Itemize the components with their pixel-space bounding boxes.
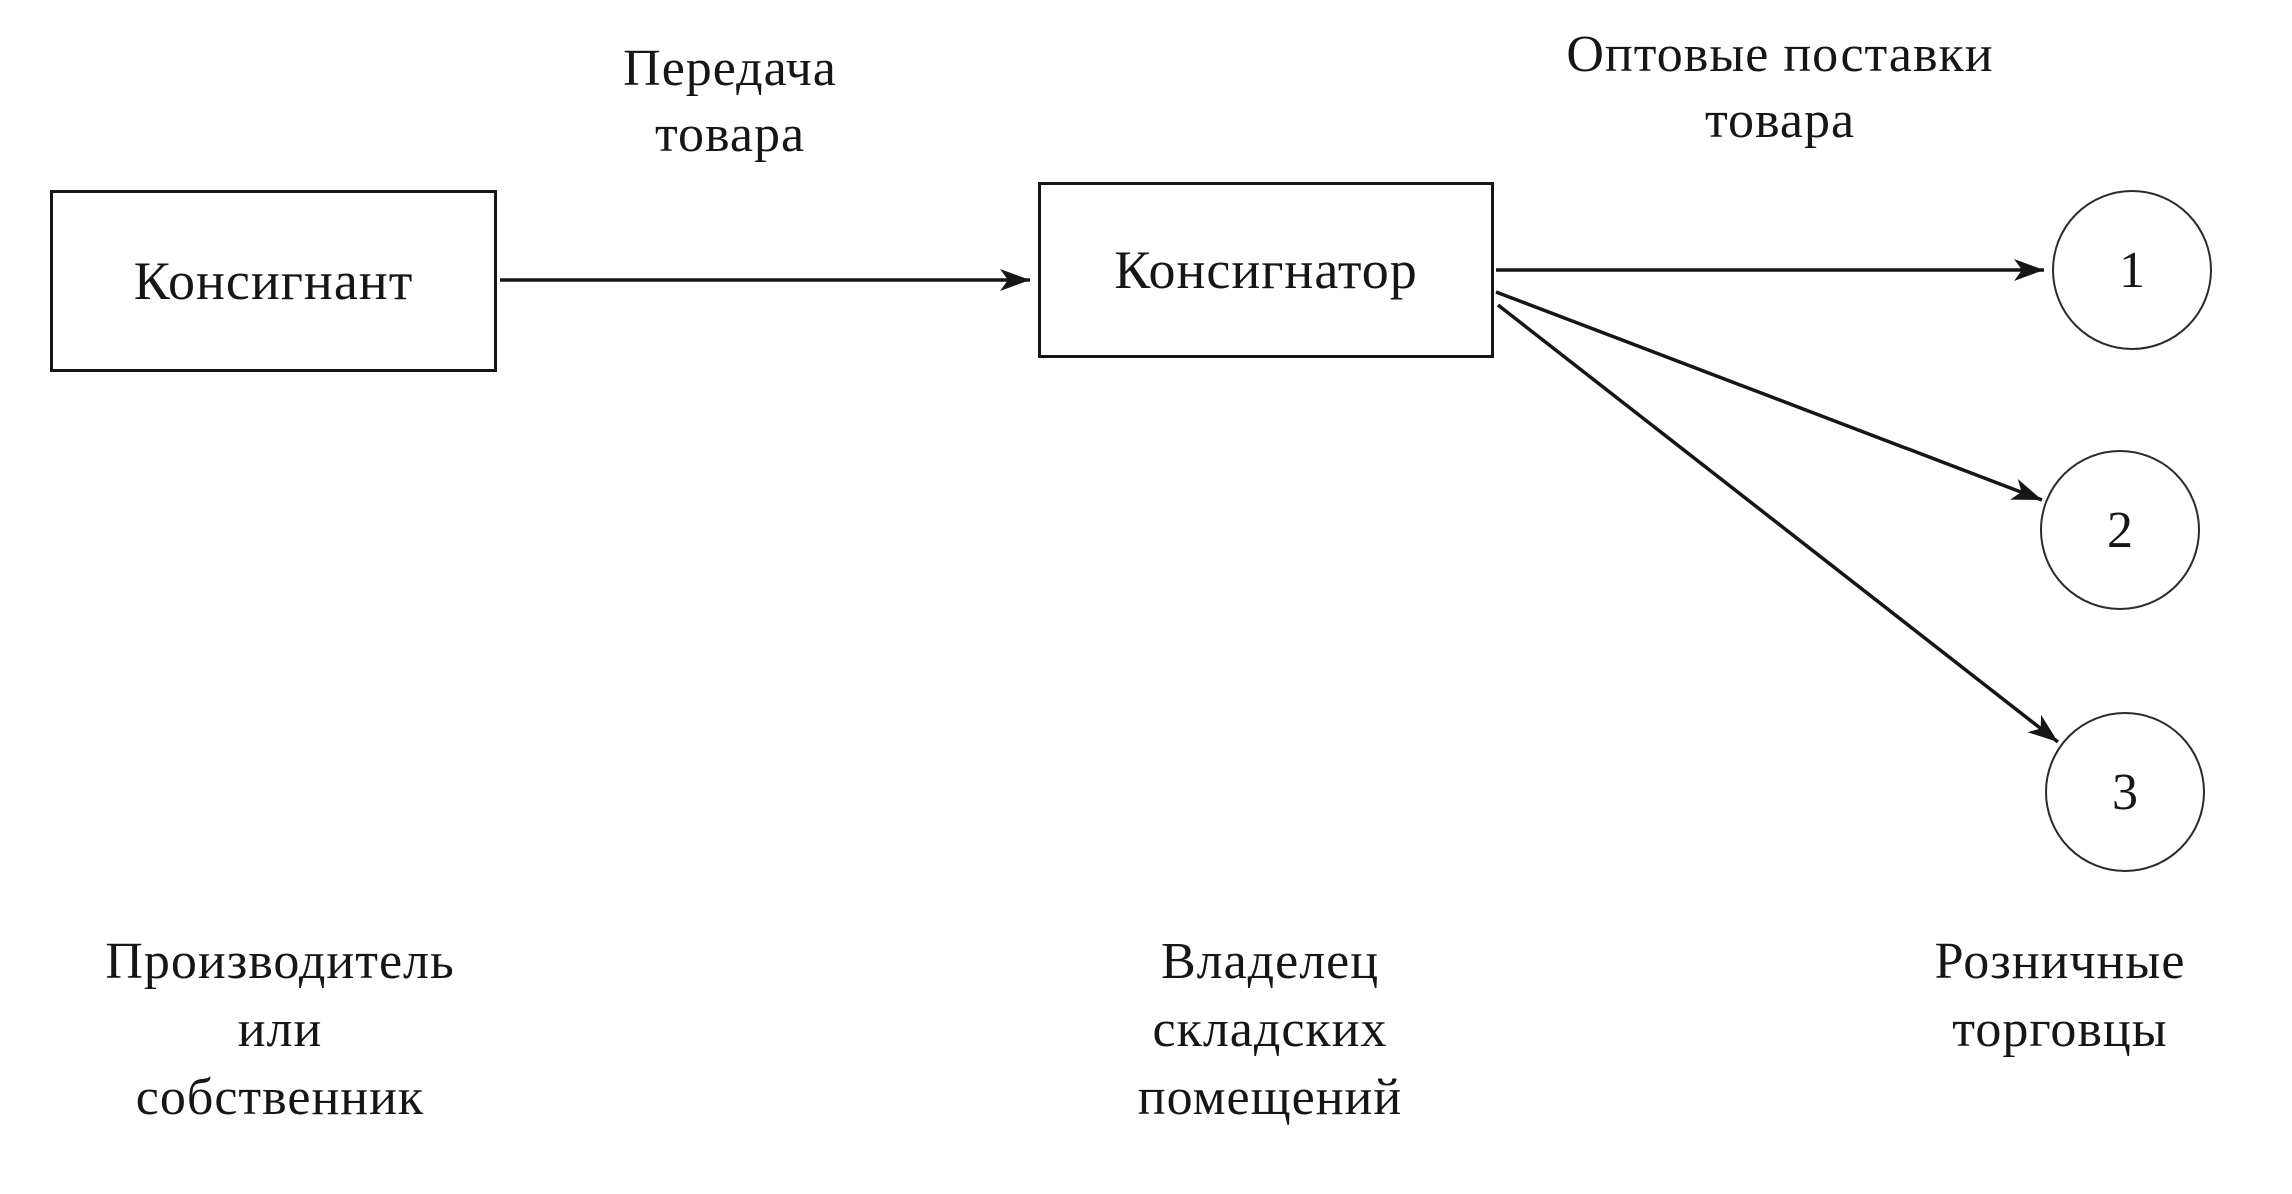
retailer-circle-2-number: 2 [2107, 501, 2133, 559]
consignor-role-caption: Производитель или собственник [105, 933, 455, 1126]
arrow-wholesale-to-retailer-2 [1495, 290, 2043, 502]
consignee-role-caption: Владелец складских помещений [1137, 933, 1403, 1126]
retailer-circle-3: 3 [2045, 712, 2205, 872]
transfer-goods-label: Передача товара [623, 40, 837, 163]
wholesale-supply-label: Оптовые поставки товара [1566, 26, 1994, 149]
arrow-wholesale-to-retailer-3 [1496, 303, 2060, 744]
retailer-circle-1: 1 [2052, 190, 2212, 350]
consignor-box-label: Консигнант [133, 251, 414, 311]
consignee-box: Консигнатор [1038, 182, 1494, 358]
consignor-box: Консигнант [50, 190, 497, 372]
retailer-circle-2: 2 [2040, 450, 2200, 610]
retailer-circle-1-number: 1 [2119, 241, 2145, 299]
retailer-circle-3-number: 3 [2112, 763, 2138, 821]
consignee-box-label: Консигнатор [1114, 240, 1418, 300]
retailers-role-caption: Розничные торговцы [1934, 933, 2186, 1058]
